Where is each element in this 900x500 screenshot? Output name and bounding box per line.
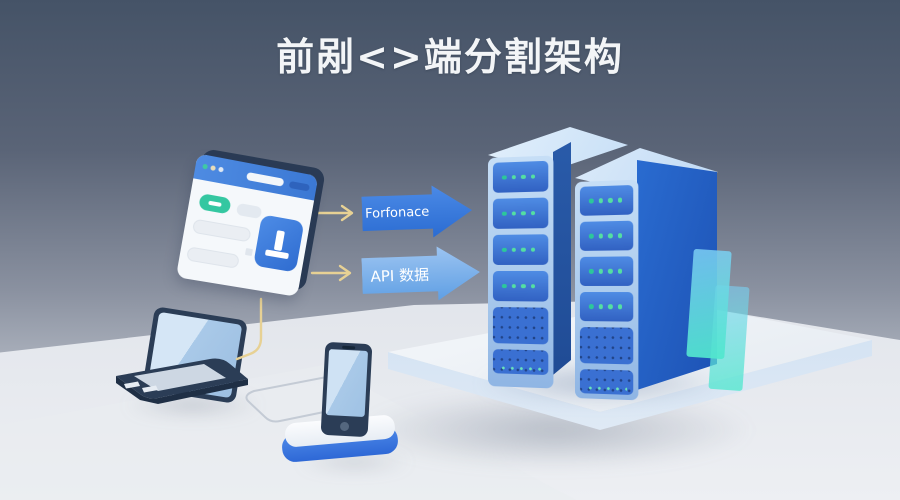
led-indicator bbox=[511, 211, 516, 216]
primary-button bbox=[198, 193, 232, 215]
led-indicator bbox=[617, 197, 623, 203]
led-indicator bbox=[530, 210, 536, 216]
upload-tile bbox=[253, 214, 305, 273]
led-indicator bbox=[511, 247, 516, 253]
phone-speaker-icon bbox=[342, 345, 356, 349]
input-bar bbox=[186, 246, 240, 269]
led-indicator bbox=[511, 283, 516, 289]
vent-panel bbox=[579, 369, 634, 396]
led-indicator bbox=[617, 268, 623, 274]
led-indicator bbox=[617, 304, 623, 310]
glass-panel-front bbox=[686, 248, 732, 360]
server-panel bbox=[492, 160, 549, 193]
browser-window bbox=[175, 148, 326, 298]
window-control-dot-icon bbox=[210, 165, 216, 172]
led-indicator bbox=[598, 269, 603, 274]
upload-icon bbox=[273, 229, 286, 251]
address-bar bbox=[246, 171, 285, 187]
server-panel bbox=[579, 184, 634, 216]
laptop-screen bbox=[142, 306, 248, 404]
server-panel bbox=[492, 197, 549, 229]
led-indicator bbox=[520, 247, 526, 253]
led-indicator bbox=[607, 304, 613, 309]
connector-line-top bbox=[316, 204, 354, 222]
title-bar-button bbox=[288, 180, 310, 192]
input-bar bbox=[191, 218, 252, 243]
led-indicator bbox=[607, 198, 613, 203]
led-indicator bbox=[501, 247, 507, 253]
led-indicator bbox=[520, 210, 526, 216]
server-tower-left bbox=[484, 122, 634, 397]
browser-window-face bbox=[175, 153, 319, 297]
led-indicator bbox=[501, 211, 507, 216]
server-panel bbox=[492, 270, 549, 302]
flow-arrow-label: Forfonace bbox=[364, 204, 430, 222]
led-indicator bbox=[530, 247, 536, 252]
led-indicator bbox=[617, 233, 623, 239]
server-panel bbox=[579, 256, 634, 286]
tower-side-face bbox=[553, 142, 571, 375]
tiny-square bbox=[244, 248, 253, 257]
led-indicator bbox=[501, 175, 507, 180]
upload-icon-base bbox=[264, 248, 290, 259]
window-control-dot-icon bbox=[218, 166, 224, 173]
led-indicator bbox=[588, 304, 594, 309]
phone-screen bbox=[325, 349, 369, 417]
vent-panel bbox=[492, 307, 549, 345]
secondary-pill bbox=[235, 202, 263, 220]
led-indicator bbox=[607, 233, 613, 239]
tower-front-face bbox=[488, 155, 554, 389]
server-panel bbox=[492, 234, 549, 265]
led-indicator bbox=[598, 198, 603, 204]
led-indicator bbox=[520, 174, 526, 180]
dash-icon bbox=[208, 200, 222, 207]
phone-home-button bbox=[339, 421, 350, 432]
window-control-dot-icon bbox=[202, 163, 209, 170]
led-indicator bbox=[588, 198, 594, 204]
led-indicator bbox=[588, 233, 594, 239]
led-indicator bbox=[520, 283, 526, 289]
connector-line-bottom bbox=[310, 264, 352, 282]
page-title: 前剐<>端分割架构 bbox=[276, 35, 624, 79]
led-indicator bbox=[607, 268, 613, 274]
flow-arrow-performance: Forfonace bbox=[361, 184, 473, 240]
vent-panel bbox=[492, 349, 549, 376]
laptop-screen-glass bbox=[147, 311, 243, 399]
flow-arrow-label: API 数据 bbox=[370, 265, 430, 286]
server-panel bbox=[579, 292, 634, 322]
led-indicator bbox=[511, 174, 516, 180]
led-indicator bbox=[598, 233, 603, 239]
led-indicator bbox=[598, 304, 603, 309]
server-panel bbox=[579, 220, 634, 251]
led-indicator bbox=[530, 283, 536, 289]
tower-front-face bbox=[575, 179, 639, 401]
phone bbox=[320, 341, 373, 438]
vent-panel bbox=[579, 327, 634, 365]
led-indicator bbox=[530, 174, 536, 179]
led-indicator bbox=[501, 283, 507, 289]
led-indicator bbox=[588, 269, 594, 274]
